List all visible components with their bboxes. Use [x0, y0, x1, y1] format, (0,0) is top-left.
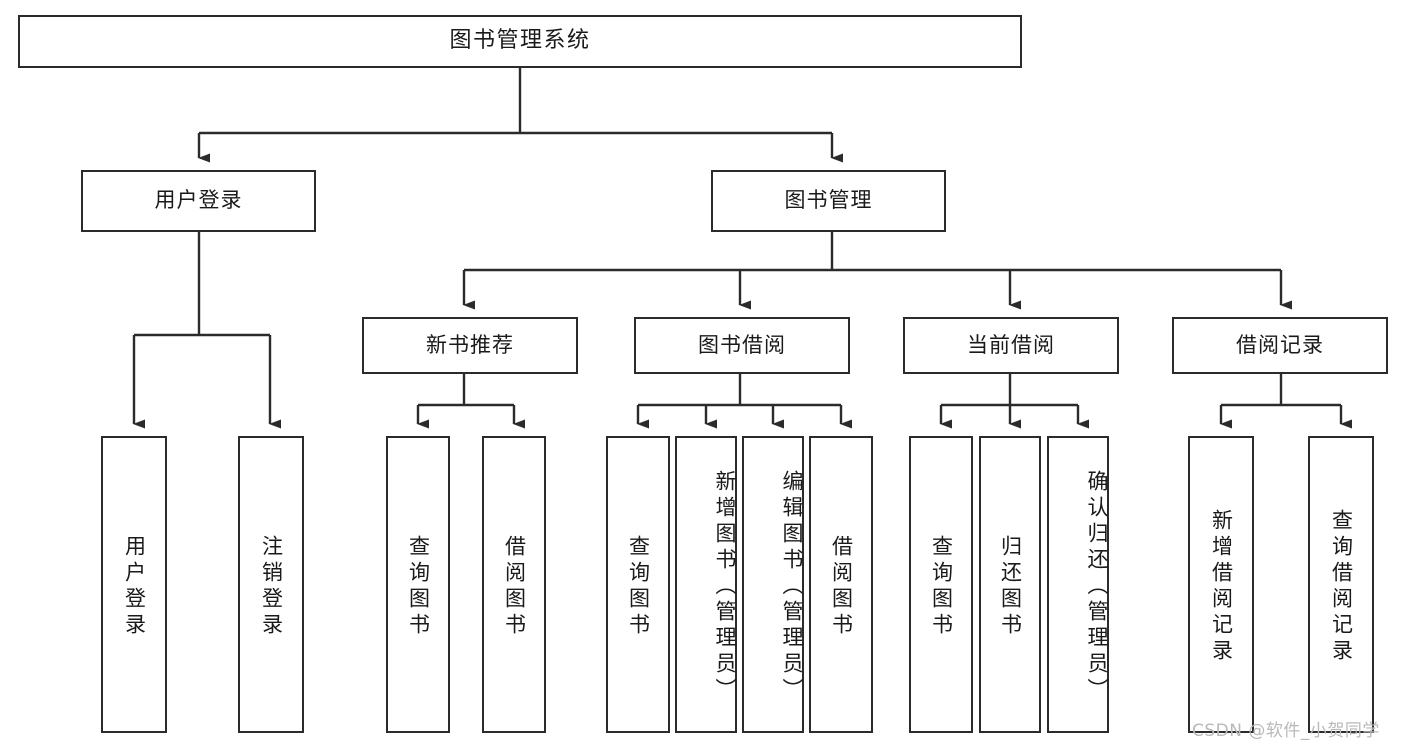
leaf-query-borrow-record[interactable]: 查询借阅记录 — [1308, 436, 1374, 733]
leaf-add-borrow-record[interactable]: 新增借阅记录 — [1188, 436, 1254, 733]
node-root[interactable]: 图书管理系统 — [18, 15, 1022, 68]
leaf-return-book[interactable]: 归还图书 — [979, 436, 1041, 733]
leaf-query-book-current[interactable]: 查询图书 — [909, 436, 973, 733]
node-book-borrow[interactable]: 图书借阅 — [634, 317, 850, 374]
leaf-query-book-recommend[interactable]: 查询图书 — [386, 436, 450, 733]
node-borrow-record[interactable]: 借阅记录 — [1172, 317, 1388, 374]
leaf-add-book-admin[interactable]: 新增图书（管理员） — [675, 436, 737, 733]
node-book-management[interactable]: 图书管理 — [711, 170, 946, 232]
leaf-user-login[interactable]: 用户登录 — [101, 436, 167, 733]
leaf-borrow-book-recommend[interactable]: 借阅图书 — [482, 436, 546, 733]
leaf-edit-book-admin[interactable]: 编辑图书（管理员） — [742, 436, 804, 733]
leaf-logout-login[interactable]: 注销登录 — [238, 436, 304, 733]
node-user-login[interactable]: 用户登录 — [81, 170, 316, 232]
node-current-borrow[interactable]: 当前借阅 — [903, 317, 1119, 374]
leaf-borrow-book-borrow[interactable]: 借阅图书 — [809, 436, 873, 733]
leaf-query-book-borrow[interactable]: 查询图书 — [606, 436, 670, 733]
node-new-book-recommend[interactable]: 新书推荐 — [362, 317, 578, 374]
csdn-watermark: CSDN @软件_小贺同学 — [1192, 721, 1380, 741]
leaf-confirm-return-admin[interactable]: 确认归还（管理员） — [1047, 436, 1109, 733]
